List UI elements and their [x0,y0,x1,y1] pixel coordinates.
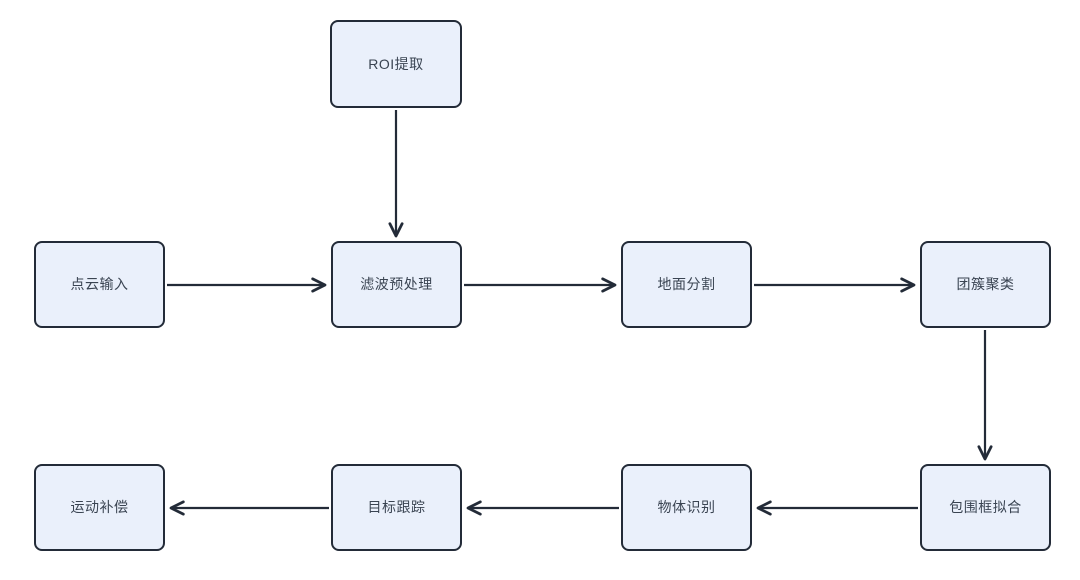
node-roi[interactable]: ROI提取 [330,20,462,108]
node-label-bbox: 包围框拟合 [949,499,1022,516]
node-label-roi: ROI提取 [368,55,424,72]
node-motion[interactable]: 运动补偿 [34,464,165,551]
node-recognize[interactable]: 物体识别 [621,464,752,551]
node-label-filter: 滤波预处理 [360,276,433,293]
node-bbox[interactable]: 包围框拟合 [920,464,1051,551]
node-cluster[interactable]: 团簇聚类 [920,241,1051,328]
node-label-ground: 地面分割 [657,276,716,293]
node-label-track: 目标跟踪 [367,499,426,516]
node-filter[interactable]: 滤波预处理 [331,241,462,328]
node-input[interactable]: 点云输入 [34,241,165,328]
node-ground[interactable]: 地面分割 [621,241,752,328]
node-track[interactable]: 目标跟踪 [331,464,462,551]
node-label-recognize: 物体识别 [657,499,716,516]
node-label-input: 点云输入 [70,276,129,293]
node-label-motion: 运动补偿 [70,499,129,516]
node-label-cluster: 团簇聚类 [956,276,1015,293]
